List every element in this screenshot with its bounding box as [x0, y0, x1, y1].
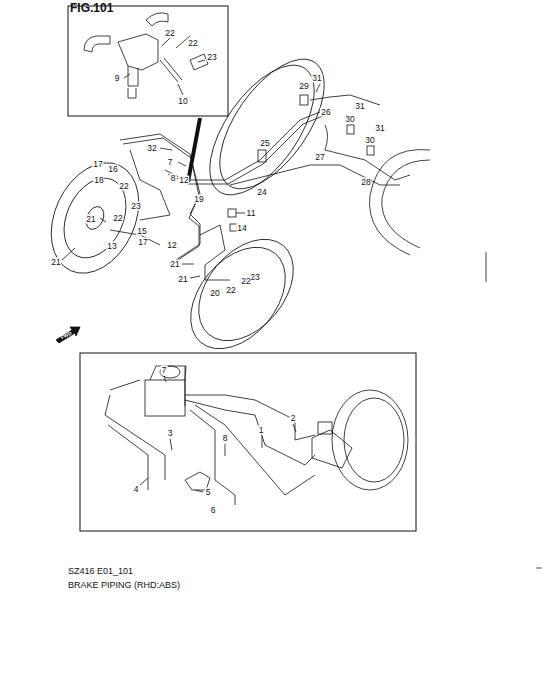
callout-number: 24: [256, 188, 267, 197]
callout-number: 27: [314, 153, 325, 162]
callout-number: 26: [320, 108, 331, 117]
callout-number: 17: [92, 160, 103, 169]
callout-number: 21: [50, 258, 61, 267]
callout-number: 23: [206, 53, 217, 62]
callout-number: 13: [106, 242, 117, 251]
callout-number: 7: [167, 158, 174, 167]
callout-number: 12: [178, 176, 189, 185]
callout-number: 22: [225, 286, 236, 295]
figure-title: FIG.101: [70, 1, 113, 15]
callout-number: 8: [222, 434, 229, 443]
callout-number: 2: [290, 414, 297, 423]
callout-number: 22: [187, 39, 198, 48]
callout-number: 11: [246, 209, 257, 218]
callout-number: 31: [354, 102, 365, 111]
callout-number: 1: [258, 426, 265, 435]
callout-number: 7: [161, 366, 168, 375]
callout-number: 31: [311, 74, 322, 83]
callout-number: 9: [114, 74, 121, 83]
callout-number: 16: [107, 165, 118, 174]
callout-number: 30: [344, 115, 355, 124]
callout-number: 22: [240, 277, 251, 286]
callout-number: 3: [167, 429, 174, 438]
callout-number: 30: [364, 136, 375, 145]
callout-number: 22: [112, 214, 123, 223]
callout-number: 20: [209, 289, 220, 298]
callout-number: 19: [193, 195, 204, 204]
callout-number: 6: [210, 506, 217, 515]
callout-number: 22: [118, 182, 129, 191]
callout-number: 21: [169, 260, 180, 269]
callout-number: 32: [146, 144, 157, 153]
callout-number: 14: [236, 224, 247, 233]
callout-number: 22: [164, 29, 175, 38]
callout-number: 17: [137, 238, 148, 247]
callout-number: 21: [177, 275, 188, 284]
callout-number: 28: [360, 178, 371, 187]
callout-number: 5: [205, 488, 212, 497]
figure-caption: BRAKE PIPING (RHD:ABS): [68, 580, 180, 591]
callout-number: 21: [85, 215, 96, 224]
callout-number: 4: [133, 485, 140, 494]
callout-number: 15: [136, 227, 147, 236]
callout-number: 31: [374, 124, 385, 133]
callout-number: 12: [166, 241, 177, 250]
callout-number: 25: [259, 139, 270, 148]
callout-number: 10: [177, 97, 188, 106]
callout-number: 8: [170, 174, 177, 183]
callout-number: 23: [130, 202, 141, 211]
drawing-code: SZ416 E01_101: [68, 566, 133, 577]
callout-number: 18: [93, 176, 104, 185]
forward-arrow-text: FWD: [60, 330, 73, 340]
callout-number: 29: [298, 82, 309, 91]
